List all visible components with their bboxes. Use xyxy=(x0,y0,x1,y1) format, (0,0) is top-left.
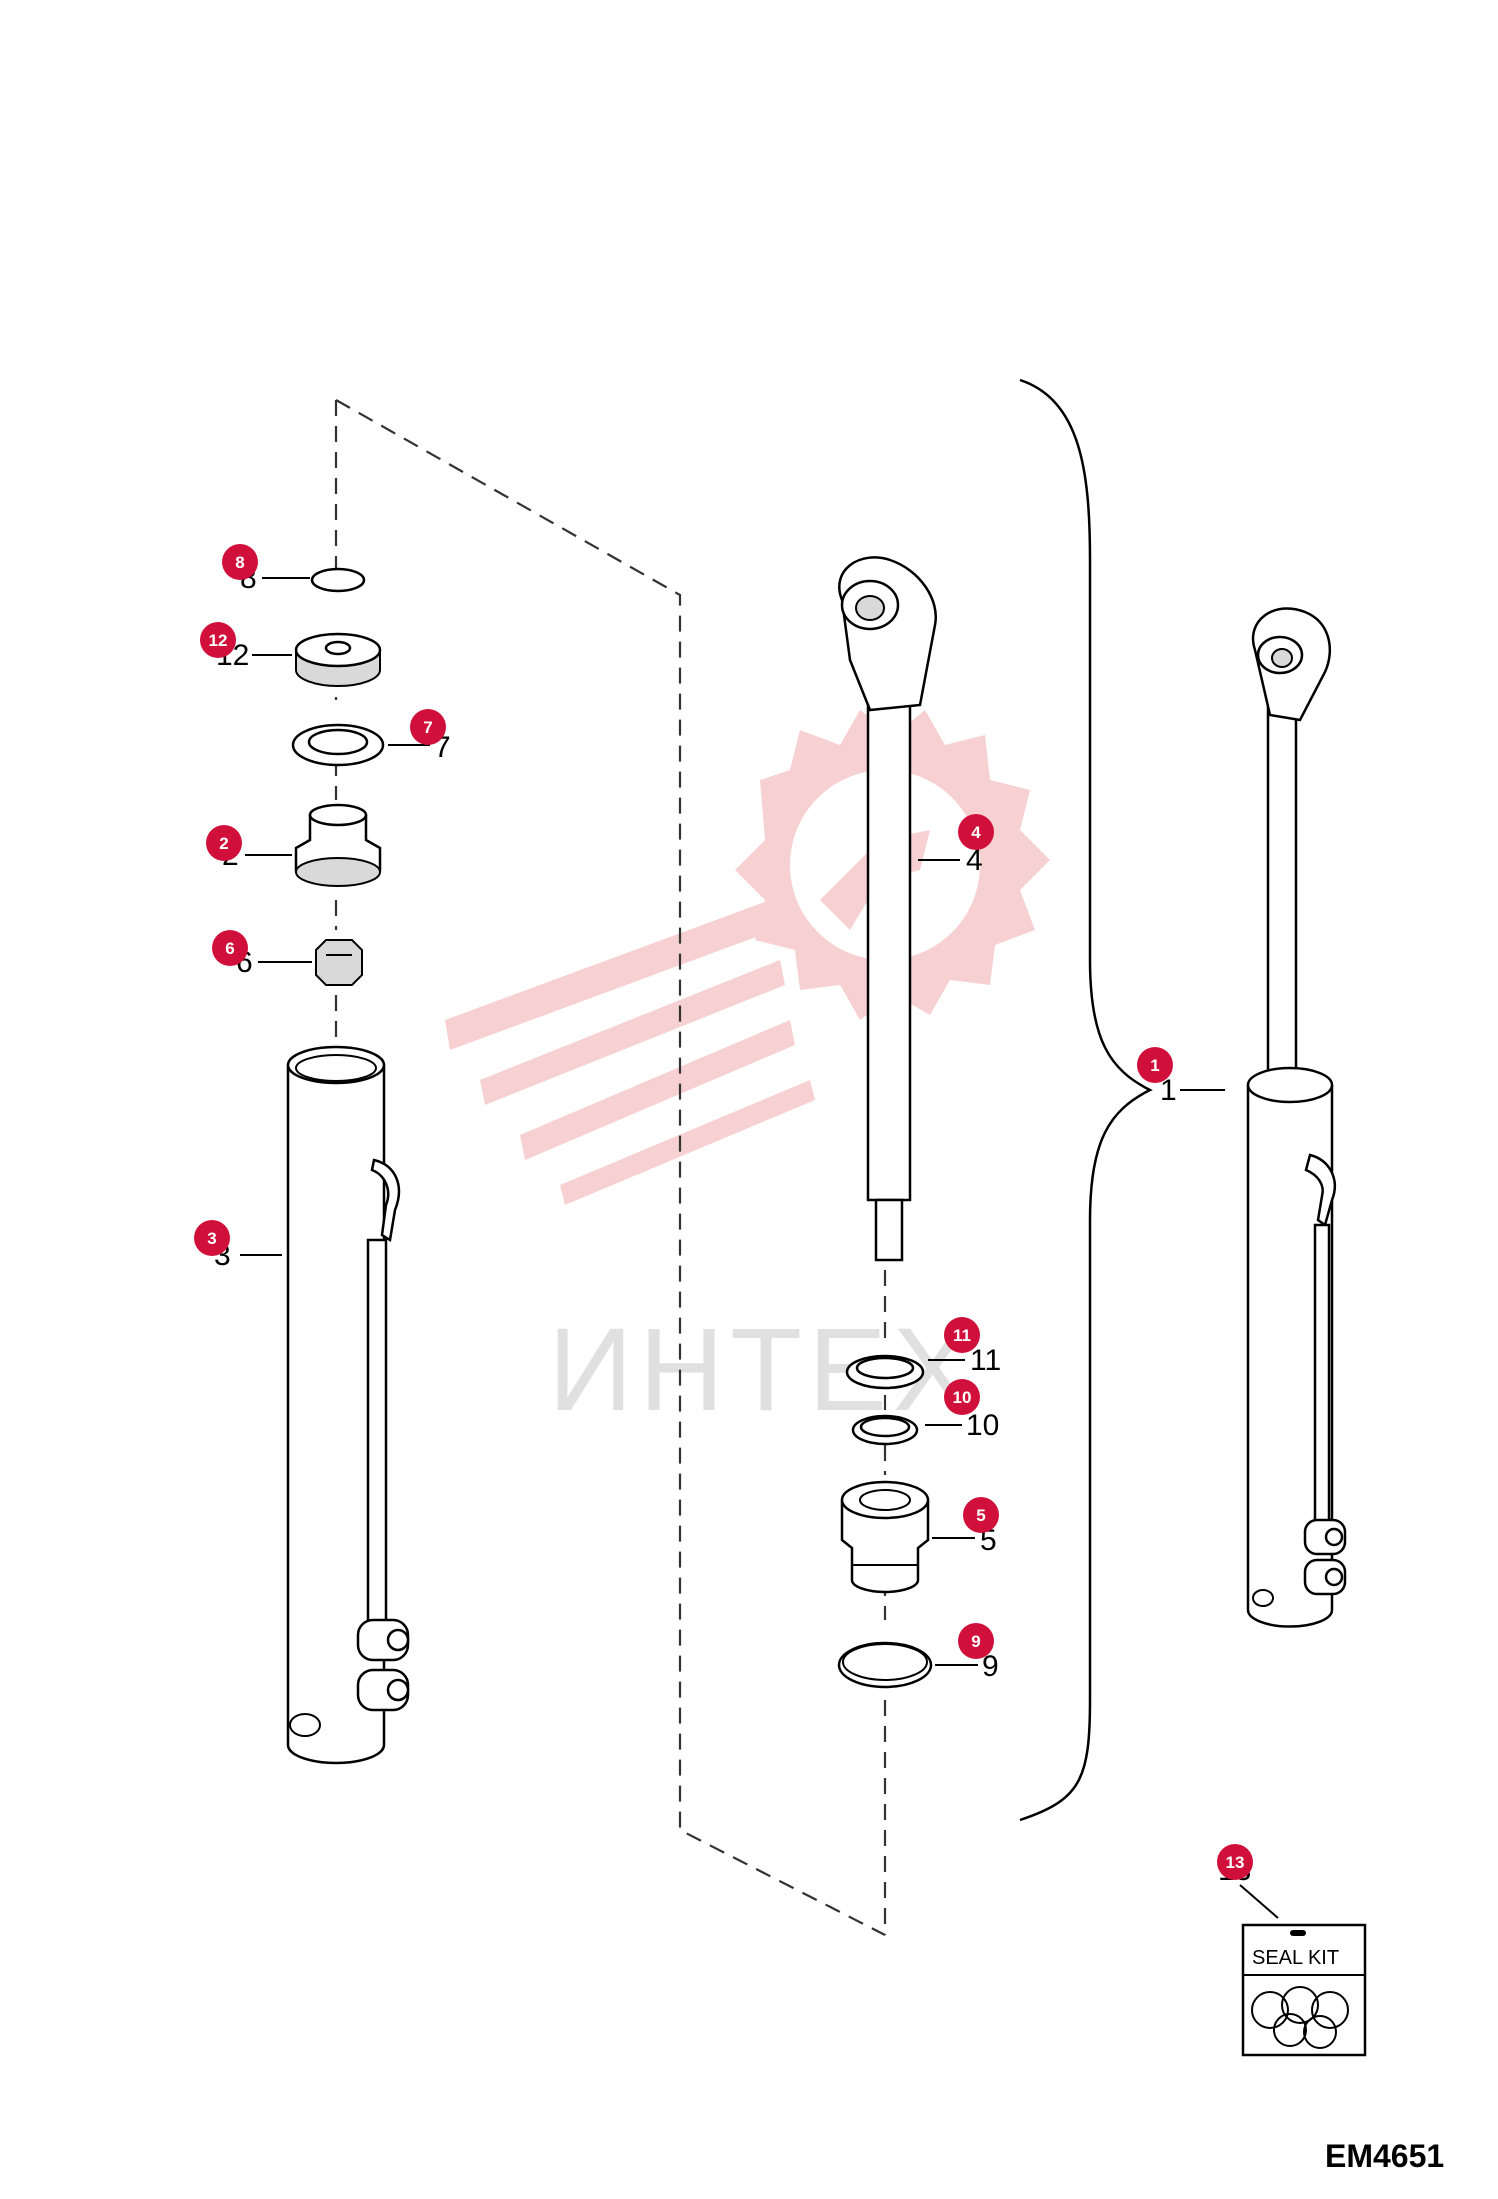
svg-text:3: 3 xyxy=(207,1229,216,1248)
badge-10[interactable]: 10 xyxy=(944,1379,980,1415)
part-5-piston xyxy=(840,1480,930,1594)
svg-text:2: 2 xyxy=(219,834,228,853)
label-10: 10 xyxy=(966,1409,999,1442)
label-1: 1 xyxy=(1160,1074,1177,1107)
badge-1[interactable]: 1 xyxy=(1137,1047,1173,1083)
part-3-barrel xyxy=(286,1045,410,1765)
svg-text:1: 1 xyxy=(1150,1056,1159,1075)
svg-text:12: 12 xyxy=(209,631,228,650)
part-7-seal xyxy=(291,723,385,767)
badge-11[interactable]: 11 xyxy=(944,1317,980,1353)
watermark-logo xyxy=(445,710,1050,1205)
leader-lines xyxy=(240,577,1279,1919)
badge-9[interactable]: 9 xyxy=(958,1623,994,1659)
label-4: 4 xyxy=(966,844,983,877)
part-11-ring xyxy=(845,1354,925,1390)
label-9: 9 xyxy=(982,1650,999,1683)
svg-text:7: 7 xyxy=(423,718,432,737)
svg-text:5: 5 xyxy=(976,1506,985,1525)
callout-badges: 8 12 7 2 6 3 4 11 10 5 9 1 13 xyxy=(194,544,1253,1880)
badge-6[interactable]: 6 xyxy=(212,930,248,966)
badge-5[interactable]: 5 xyxy=(963,1497,999,1533)
badge-8[interactable]: 8 xyxy=(222,544,258,580)
svg-text:10: 10 xyxy=(953,1388,972,1407)
part-8-oring xyxy=(310,567,366,593)
svg-text:4: 4 xyxy=(971,823,981,842)
label-11: 11 xyxy=(970,1344,1001,1377)
part-6-nut xyxy=(315,939,363,986)
svg-text:8: 8 xyxy=(235,553,244,572)
svg-text:13: 13 xyxy=(1226,1853,1245,1872)
part-12-washer xyxy=(294,632,382,687)
part-2-gland xyxy=(294,803,382,887)
drawing-code: EM4651 xyxy=(1325,2138,1444,2174)
part-9-oring xyxy=(837,1641,933,1689)
badge-12[interactable]: 12 xyxy=(200,622,236,658)
assembly-brace xyxy=(1019,378,1153,1822)
badge-2[interactable]: 2 xyxy=(206,825,242,861)
badge-4[interactable]: 4 xyxy=(958,814,994,850)
part-1-assembly xyxy=(1246,607,1347,1628)
svg-text:9: 9 xyxy=(971,1632,980,1651)
seal-kit-label: SEAL KIT xyxy=(1252,1947,1339,1969)
part-10-ring xyxy=(851,1414,919,1446)
svg-text:11: 11 xyxy=(953,1326,971,1345)
part-4-rod xyxy=(838,556,938,1262)
part-13-seal-kit: SEAL KIT xyxy=(1241,1923,1367,2057)
badge-3[interactable]: 3 xyxy=(194,1220,230,1256)
svg-text:6: 6 xyxy=(225,939,234,958)
badge-13[interactable]: 13 xyxy=(1217,1844,1253,1880)
badge-7[interactable]: 7 xyxy=(410,709,446,745)
